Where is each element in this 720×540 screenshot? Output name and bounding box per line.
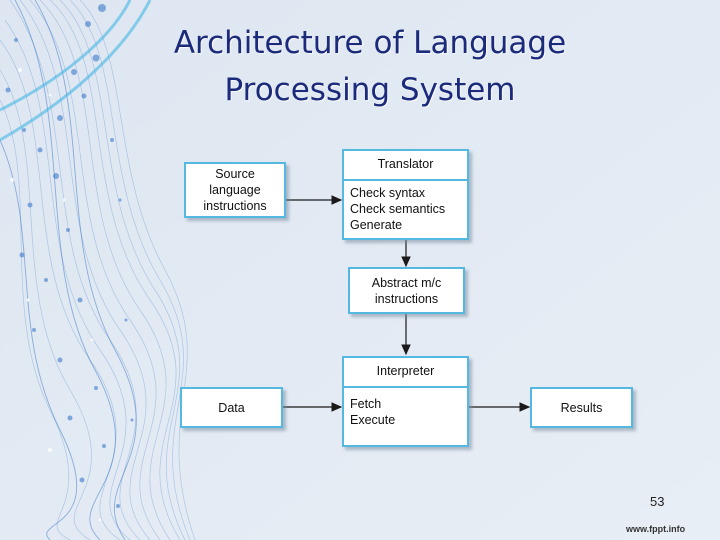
- translator-box: Translator Check syntax Check semantics …: [342, 149, 469, 240]
- translator-header: Translator: [344, 151, 467, 181]
- footer-url: www.fppt.info: [626, 524, 686, 534]
- results-box: Results: [530, 387, 633, 428]
- source-line-1: Source: [215, 167, 255, 181]
- slide-title-line-2: Processing System: [224, 72, 516, 108]
- translator-line-3: Generate: [350, 218, 403, 232]
- translator-line-2: Check semantics: [350, 202, 446, 216]
- translator-line-1: Check syntax: [350, 186, 426, 200]
- interpreter-line-2: Execute: [350, 413, 396, 427]
- abstract-line-1: Abstract m/c: [371, 275, 442, 290]
- source-language-box: Source language instructions: [184, 162, 286, 218]
- abstract-line-2: instructions: [374, 291, 439, 306]
- results-label: Results: [560, 400, 603, 415]
- slide-title: Architecture of Language Processing Syst…: [140, 20, 600, 114]
- page-number: 53: [650, 494, 665, 509]
- source-line-3: instructions: [203, 199, 267, 213]
- interpreter-header: Interpreter: [344, 358, 467, 388]
- interpreter-box: Interpreter Fetch Execute: [342, 356, 469, 447]
- source-line-2: language: [209, 183, 261, 197]
- abstract-mc-instructions-box: Abstract m/c instructions: [348, 267, 465, 314]
- interpreter-line-1: Fetch: [350, 397, 382, 411]
- slide-title-line-1: Architecture of Language: [173, 25, 567, 61]
- data-label: Data: [218, 400, 245, 415]
- data-box: Data: [180, 387, 283, 428]
